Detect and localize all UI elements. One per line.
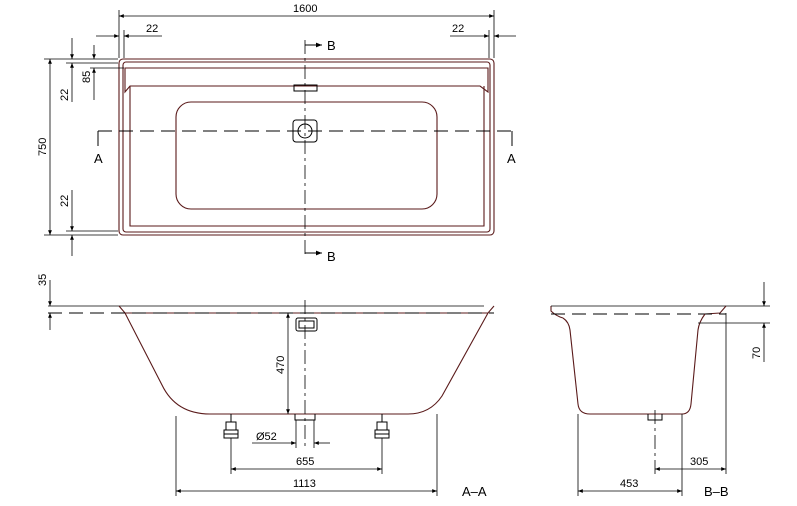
section-bb-view: 70 305 453 B–B xyxy=(550,282,770,499)
dim-feet-spacing: 655 xyxy=(296,456,314,468)
section-bb-rim xyxy=(550,306,564,319)
dim-plan-top-offset: 85 xyxy=(81,71,93,83)
plan-outer-rim xyxy=(118,58,495,236)
dim-drain-diameter: Ø52 xyxy=(256,431,277,443)
dim-plan-width: 750 xyxy=(37,138,49,156)
plan-top-shelf xyxy=(124,67,489,94)
section-aa-overflow xyxy=(295,317,318,332)
section-bb-body xyxy=(562,313,706,415)
dim-side-offset: 305 xyxy=(690,456,708,468)
view-label-aa: A–A xyxy=(462,484,487,499)
dim-bottom-length: 1113 xyxy=(293,478,316,490)
plan-overflow xyxy=(293,84,318,92)
section-aa-body xyxy=(124,312,489,415)
dim-plan-bottom-rim: 22 xyxy=(59,195,71,207)
dim-plan-top-rim: 22 xyxy=(59,89,71,101)
dim-side-bottom: 453 xyxy=(620,478,638,490)
section-aa-rim xyxy=(118,305,495,314)
dim-plan-right-offset: 22 xyxy=(452,23,464,35)
section-marker-b-top: B xyxy=(327,38,336,53)
plan-inner-rim xyxy=(122,61,491,233)
section-marker-a-right: A xyxy=(507,151,516,166)
dim-rim-height: 35 xyxy=(37,274,49,286)
section-aa-foot-right xyxy=(374,414,390,439)
plan-basin xyxy=(175,101,438,210)
section-marker-a-left: A xyxy=(94,151,103,166)
section-aa-foot-left xyxy=(223,414,239,439)
section-marker-b-bottom: B xyxy=(327,249,336,264)
dim-side-depth: 70 xyxy=(751,347,763,359)
plan-inner-step xyxy=(129,86,485,227)
dim-inner-depth: 470 xyxy=(275,356,287,374)
dim-plan-left-offset: 22 xyxy=(146,23,158,35)
section-aa-view: 35 470 Ø52 655 1113 A–A xyxy=(37,274,495,499)
view-label-bb: B–B xyxy=(704,484,729,499)
dim-plan-length: 1600 xyxy=(293,3,317,15)
plan-view: A A B B 1600 22 22 750 85 22 xyxy=(37,3,516,264)
